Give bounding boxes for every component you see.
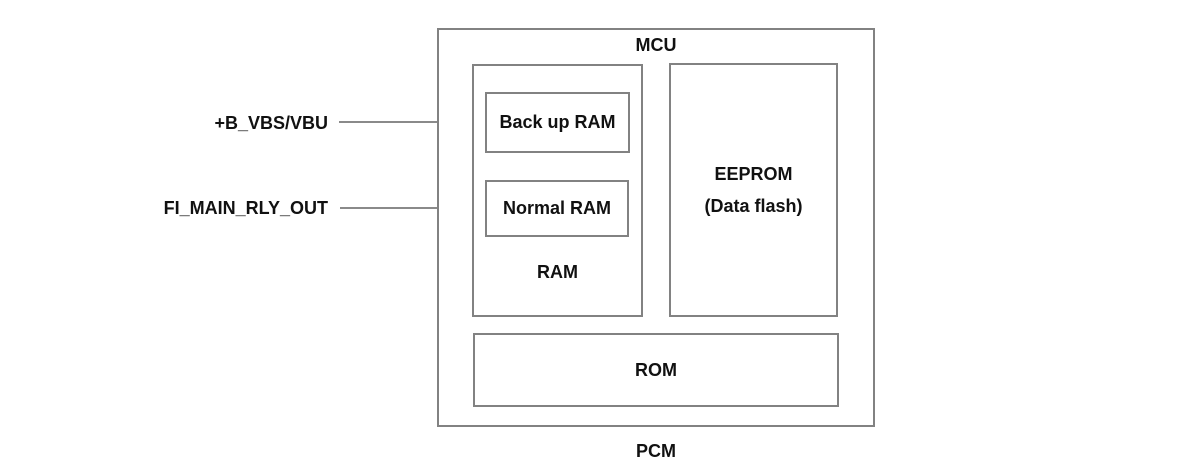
pcm-label: PCM [636, 441, 676, 461]
mcu-label: MCU [635, 35, 677, 55]
normal-ram-box: Normal RAM [485, 180, 629, 237]
eeprom-box: EEPROM (Data flash) [669, 63, 838, 317]
backup-ram-label: Back up RAM [499, 112, 616, 132]
backup-ram-box: Back up RAM [485, 92, 630, 153]
signal-label-b-vbs-vbu: +B_VBS/VBU [214, 113, 328, 133]
normal-ram-label: Normal RAM [502, 198, 611, 218]
rom-box: ROM [473, 333, 839, 407]
signal-label-fi-main-rly-out: FI_MAIN_RLY_OUT [163, 198, 328, 218]
ram-group-label: RAM [537, 262, 578, 282]
eeprom-label-line1: EEPROM [714, 164, 793, 184]
connector-line-to-backup-ram [339, 121, 485, 123]
connector-line-to-normal-ram [340, 207, 485, 209]
eeprom-label-line2: (Data flash) [704, 196, 803, 216]
rom-label: ROM [635, 359, 677, 380]
